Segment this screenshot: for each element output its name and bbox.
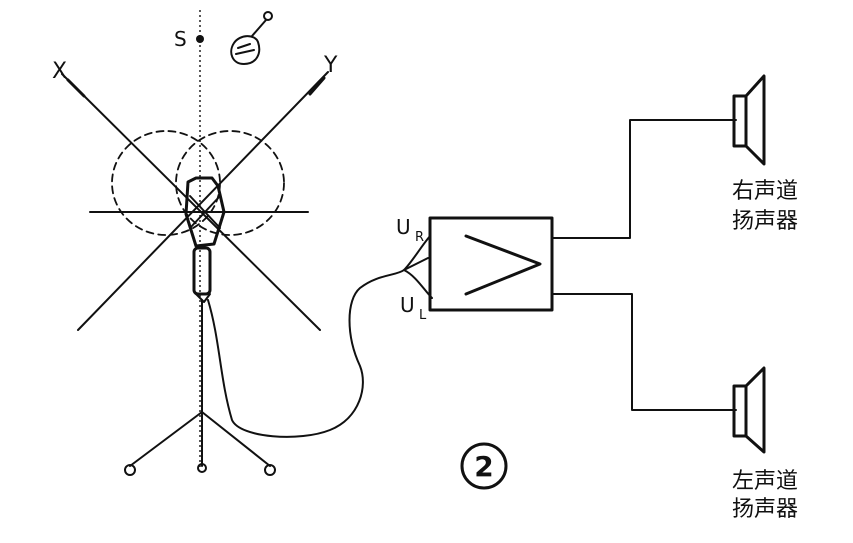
right-speaker-caption-2: 扬声器 [732,209,798,234]
y-axis-line [77,71,329,331]
figure-number: 2 [474,450,493,483]
figure-number-circle [460,442,508,490]
y-axis-label: Y [323,53,338,78]
source-label: S [174,27,187,51]
right-speaker-icon [732,74,766,166]
instrument-icon [230,11,273,65]
input-right-label: U [396,215,411,239]
input-left-subscript: L [419,308,427,323]
right-speaker-caption-1: 右声道 [732,179,798,204]
polar-pattern-left [111,130,221,236]
microphone-cable [207,257,429,438]
left-speaker-icon [732,366,766,454]
tripod-stand [124,299,276,476]
left-speaker-caption-2: 扬声器 [732,497,798,522]
amplifier-box [428,216,554,312]
right-output-wire [551,119,737,239]
x-axis-arrow [66,78,86,98]
source-point [196,35,204,43]
input-left-label: U [400,293,415,317]
x-axis-line [61,73,321,331]
left-output-wire [551,293,737,411]
microphone-body-icon [192,246,212,303]
microphone-head-icon [184,176,226,248]
x-axis-label: X [52,59,67,84]
left-speaker-caption-1: 左声道 [732,469,798,494]
y-axis-arrow [308,76,326,96]
amplifier-triangle-icon [464,234,542,296]
input-right-subscript: R [415,230,424,245]
polar-pattern-right [175,130,285,236]
